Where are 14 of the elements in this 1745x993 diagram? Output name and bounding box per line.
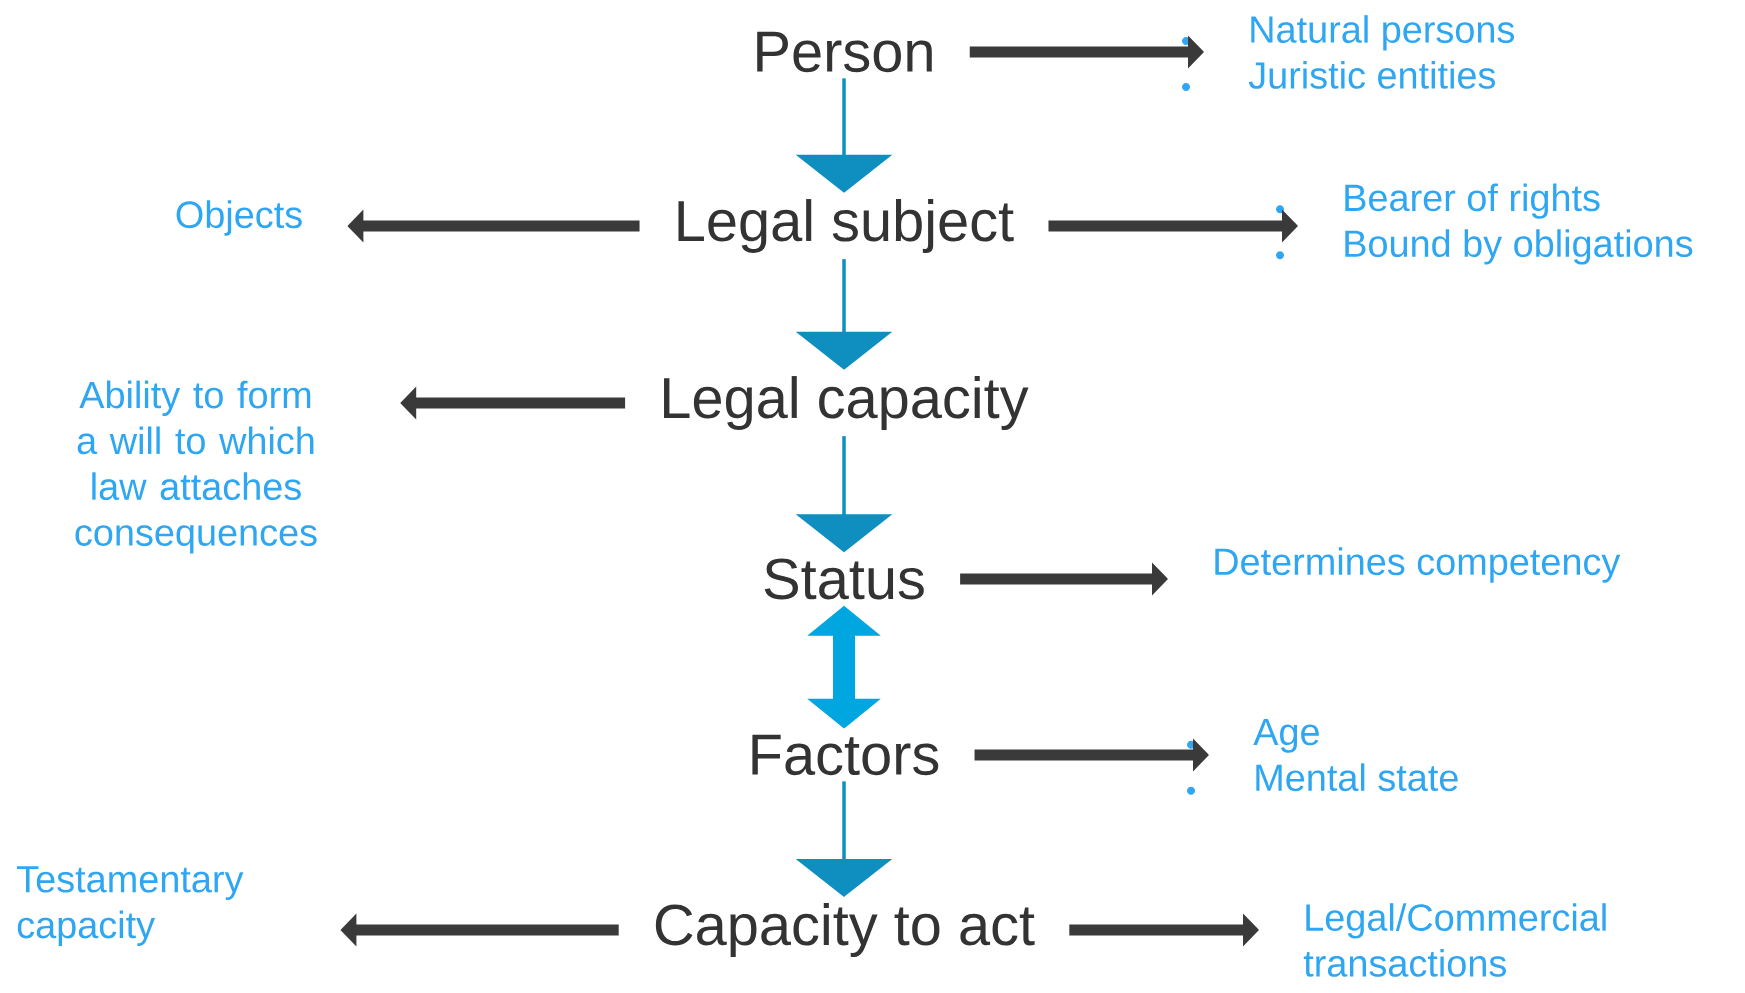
concept-label: Person bbox=[757, 31, 932, 73]
note-text: Ability to form a will to which law attaches consequences bbox=[75, 380, 317, 554]
concept-label: Factors bbox=[752, 734, 939, 776]
note-text: Determines competency bbox=[1215, 547, 1621, 583]
note-text: Legal/Commercial transactions bbox=[1303, 903, 1606, 977]
concept-label: Legal subject bbox=[678, 199, 1014, 253]
concept-label: Legal capacity bbox=[664, 376, 1029, 430]
bullet-list: Natural persons Juristic entities bbox=[1248, 15, 1514, 89]
concept-label: Status bbox=[764, 558, 924, 600]
note-text: Objects bbox=[176, 200, 302, 236]
bullet-list: Age Mental state bbox=[1253, 718, 1458, 792]
concept-label: Capacity to act bbox=[655, 903, 1035, 957]
note-text: Testamentary capacity bbox=[17, 866, 244, 946]
bullet-list: Bearer of rights Bound by obligations bbox=[1345, 183, 1693, 265]
